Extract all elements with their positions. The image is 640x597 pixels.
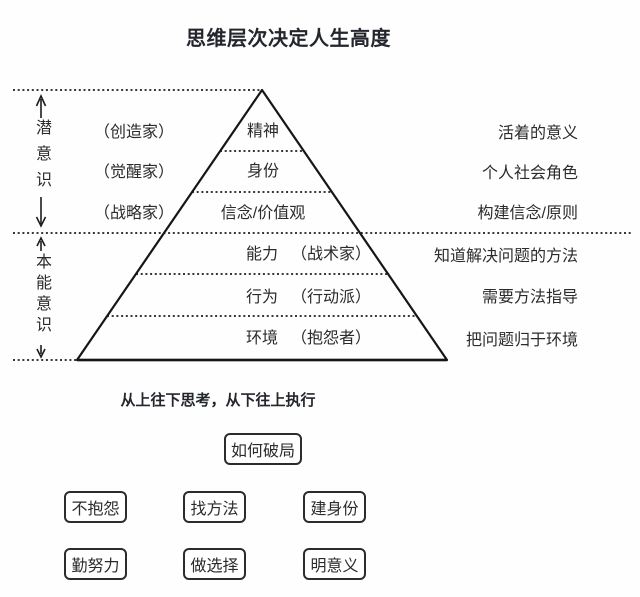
role-creator: （创造家） — [93, 124, 174, 141]
page-title: 思维层次决定人生高度 — [186, 28, 391, 50]
action-box-make-choices: 做选择 — [183, 548, 246, 580]
axis-label-instinct: 本能意识 — [33, 253, 50, 337]
note-spirit: 活着的意义 — [497, 125, 578, 142]
level-spirit: 精神 — [246, 123, 279, 140]
action-box-clarify-meaning: 明意义 — [303, 548, 366, 580]
action-box-no-complaining: 不抱怨 — [64, 491, 127, 523]
instinct-range-arrow — [36, 236, 46, 359]
role-tactician: （战术家） — [291, 246, 372, 263]
level-behavior: 行为 — [246, 289, 279, 306]
note-identity: 个人社会角色 — [481, 165, 578, 182]
axis-label-subconscious: 潜意识 — [33, 119, 50, 197]
role-awakener: （觉醒家） — [93, 164, 174, 181]
level-ability-row: 能力 （战术家） — [246, 246, 371, 263]
action-box-work-hard: 勤努力 — [64, 548, 127, 580]
action-box-find-methods: 找方法 — [183, 491, 246, 523]
slogan-text: 从上往下思考，从下往上执行 — [120, 392, 316, 409]
role-strategist: （战略家） — [93, 205, 174, 222]
breakthrough-box: 如何破局 — [224, 433, 302, 465]
note-belief: 构建信念/原则 — [477, 205, 578, 222]
role-complainer: （抱怨者） — [291, 330, 372, 347]
note-environment: 把问题归于环境 — [465, 332, 578, 349]
note-ability: 知道解决问题的方法 — [433, 248, 578, 265]
action-box-build-identity: 建身份 — [303, 491, 366, 523]
level-ability: 能力 — [246, 246, 279, 263]
role-doer: （行动派） — [291, 289, 372, 306]
note-behavior: 需要方法指导 — [481, 289, 578, 306]
level-environment: 环境 — [246, 330, 279, 347]
level-identity: 身份 — [246, 163, 279, 180]
level-environment-row: 环境 （抱怨者） — [246, 330, 371, 347]
level-behavior-row: 行为 （行动派） — [246, 289, 371, 306]
subconscious-range-arrow — [35, 94, 47, 228]
level-belief: 信念/价值观 — [220, 205, 306, 222]
